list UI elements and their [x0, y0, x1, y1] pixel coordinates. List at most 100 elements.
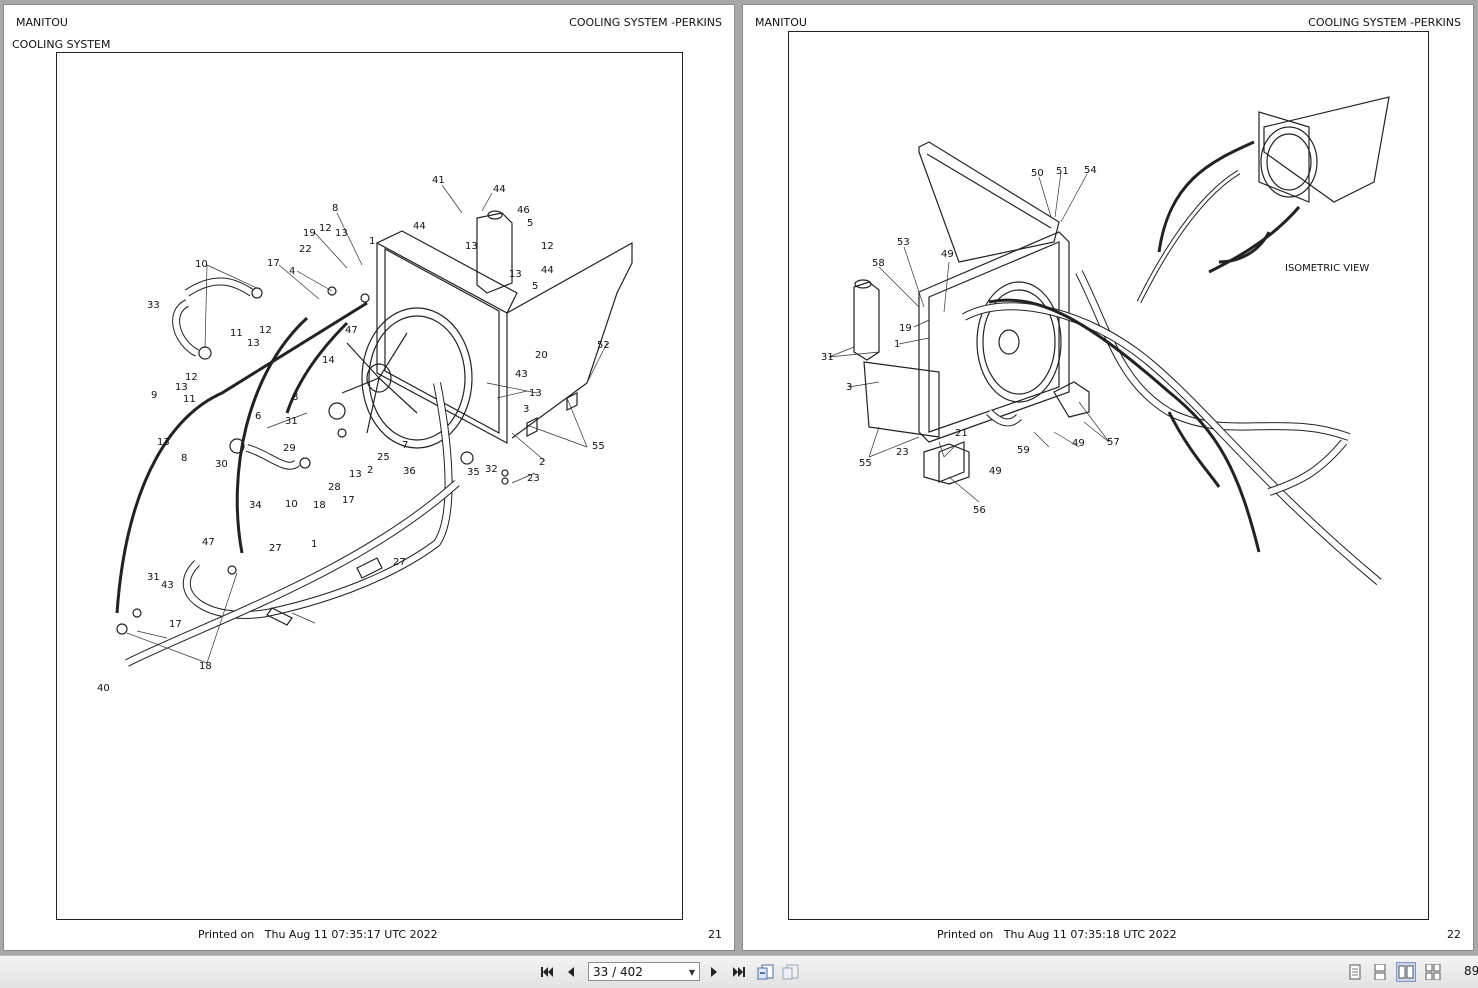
printed-label: Printed on — [198, 928, 255, 941]
callout: 8 — [181, 453, 187, 464]
callout: 13 — [175, 382, 188, 393]
page-number-select[interactable]: 33 / 402 ▼ — [588, 962, 700, 981]
page-22: MANITOU COOLING SYSTEM -PERKINS — [743, 5, 1473, 950]
callout: 13 — [529, 388, 542, 399]
continuous-page-icon — [1374, 964, 1386, 980]
callout: 3 — [523, 404, 529, 415]
last-page-button[interactable] — [729, 962, 749, 982]
callout: 53 — [897, 237, 910, 248]
callout: 50 — [1031, 168, 1044, 179]
callout: 19 — [303, 228, 316, 239]
callout: 12 — [319, 223, 332, 234]
callout: 22 — [299, 244, 312, 255]
callout: 5 — [527, 218, 533, 229]
callout: 13 — [157, 437, 170, 448]
brand-label: MANITOU — [755, 16, 807, 29]
callout: 58 — [872, 258, 885, 269]
callout: 9 — [151, 390, 157, 401]
callout: 10 — [285, 499, 298, 510]
section-title: COOLING SYSTEM — [12, 38, 111, 51]
callout: 19 — [899, 323, 912, 334]
callout: 11 — [183, 394, 196, 405]
callout: 3 — [846, 382, 852, 393]
callout: 46 — [517, 205, 530, 216]
go-forward-view-icon — [782, 964, 799, 980]
header-title: COOLING SYSTEM -PERKINS — [1308, 16, 1461, 29]
printed-on-footer: Printed on Thu Aug 11 07:35:18 UTC 2022 — [937, 928, 1177, 941]
chevron-down-icon: ▼ — [688, 968, 695, 977]
callout: 13 — [349, 469, 362, 480]
callout: 33 — [147, 300, 160, 311]
continuous-view-button[interactable] — [1370, 962, 1390, 982]
callout: 12 — [259, 325, 272, 336]
single-page-view-button[interactable] — [1345, 962, 1365, 982]
callout: 43 — [515, 369, 528, 380]
callout: 31 — [821, 352, 834, 363]
facing-pages-view-button[interactable] — [1396, 962, 1416, 982]
drawing-frame: 50 51 54 53 49 58 19 1 31 3 21 59 49 57 … — [788, 31, 1429, 920]
header-title: COOLING SYSTEM -PERKINS — [569, 16, 722, 29]
single-page-icon — [1349, 964, 1361, 980]
callout: 20 — [535, 350, 548, 361]
zoom-level[interactable]: 89 — [1464, 964, 1478, 978]
callout: 27 — [269, 543, 282, 554]
continuous-facing-view-button[interactable] — [1423, 962, 1443, 982]
callout: 1 — [311, 539, 317, 550]
callout: 21 — [955, 428, 968, 439]
callout: 8 — [292, 392, 298, 403]
first-page-icon — [541, 967, 553, 977]
callout: 49 — [1072, 438, 1085, 449]
callout: 31 — [285, 416, 298, 427]
callout: 44 — [493, 184, 506, 195]
cooling-system-assembly-drawing: 50 51 54 53 49 58 19 1 31 3 21 59 49 57 … — [821, 96, 1390, 586]
callout: 27 — [393, 557, 406, 568]
callout: 55 — [592, 441, 605, 452]
page-number: 21 — [708, 928, 722, 941]
drawing-frame: 4 1 44 46 5 8 19 12 13 1 44 13 12 22 10 1… — [56, 52, 683, 920]
callout: 54 — [1084, 165, 1097, 176]
go-back-button[interactable] — [756, 962, 776, 982]
page-indicator: 33 / 402 — [593, 965, 643, 979]
document-viewport[interactable]: MANITOU COOLING SYSTEM -PERKINS COOLING … — [0, 0, 1478, 955]
isometric-view-label: ISOMETRIC VIEW — [1285, 263, 1369, 274]
callout: 43 — [161, 580, 174, 591]
first-page-button[interactable] — [537, 962, 557, 982]
callout: 18 — [313, 500, 326, 511]
callout: 40 — [97, 683, 110, 694]
callout: 51 — [1056, 166, 1069, 177]
callout: 55 — [859, 458, 872, 469]
page-number: 22 — [1447, 928, 1461, 941]
callout: 12 — [541, 241, 554, 252]
callout: 5 — [532, 281, 538, 292]
previous-page-button[interactable] — [561, 962, 581, 982]
callout: 18 — [199, 661, 212, 672]
go-forward-button[interactable] — [781, 962, 801, 982]
callout: 17 — [267, 258, 280, 269]
callout-layer-right: 50 51 54 53 49 58 19 1 31 3 21 59 49 57 … — [821, 165, 1369, 516]
printed-date: Thu Aug 11 07:35:18 UTC 2022 — [1003, 928, 1177, 941]
callout: 4 — [289, 266, 295, 277]
callout: 28 — [328, 482, 341, 493]
go-back-view-icon — [757, 964, 774, 980]
callout: 57 — [1107, 437, 1120, 448]
callout: 30 — [215, 459, 228, 470]
callout: 23 — [527, 473, 540, 484]
callout: 44 — [541, 265, 554, 276]
callout: 2 — [367, 465, 373, 476]
callout: 11 — [230, 328, 243, 339]
callout: 6 — [255, 411, 261, 422]
callout: 7 — [402, 440, 408, 451]
next-page-button[interactable] — [704, 962, 724, 982]
callout: 23 — [896, 447, 909, 458]
callout: 59 — [1017, 445, 1030, 456]
callout: 17 — [169, 619, 182, 630]
callout: 1 — [369, 236, 375, 247]
callout: 13 — [509, 269, 522, 280]
callout: 29 — [283, 443, 296, 454]
last-page-icon — [733, 967, 745, 977]
callout: 13 — [247, 338, 260, 349]
page-21: MANITOU COOLING SYSTEM -PERKINS COOLING … — [4, 5, 734, 950]
callout: 36 — [403, 466, 416, 477]
next-page-icon — [711, 967, 717, 977]
callout: 44 — [413, 221, 426, 232]
